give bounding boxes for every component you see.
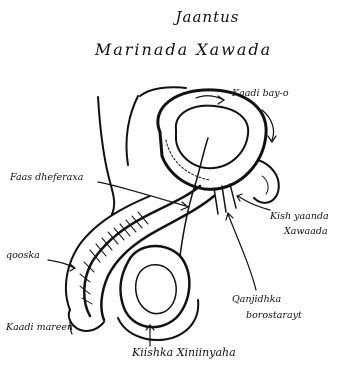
corpus-hatching [80, 212, 148, 304]
testis-inner [136, 265, 177, 314]
label-borostarayt: borostarayt [246, 310, 302, 321]
label-kiishka-xiniinyaha: Kiishka Xiniinyaha [132, 346, 236, 359]
label-qooska: qooska [6, 250, 40, 261]
label-kaadi-mareen: Kaadi mareen [6, 322, 73, 333]
label-qanjidhka: Qanjidhka [232, 294, 281, 305]
testis-outline [121, 246, 190, 327]
body-outline [98, 97, 114, 214]
penis-outline [66, 196, 150, 310]
pointer-qanjidhka [228, 214, 256, 290]
label-kaadi-baye: Kaadi bay-o [232, 88, 289, 99]
label-kish-yaanda: Kish yaanda [270, 211, 329, 222]
bladder-inner [176, 106, 248, 168]
label-faas-dheferaxa: Faas dheferaxa [10, 172, 83, 183]
urethra-lower [101, 196, 214, 320]
body-back-outline [126, 96, 138, 165]
scrotum-outline [118, 300, 198, 340]
label-xawaada: Xawaada [284, 226, 328, 237]
bladder-outline [158, 90, 266, 189]
